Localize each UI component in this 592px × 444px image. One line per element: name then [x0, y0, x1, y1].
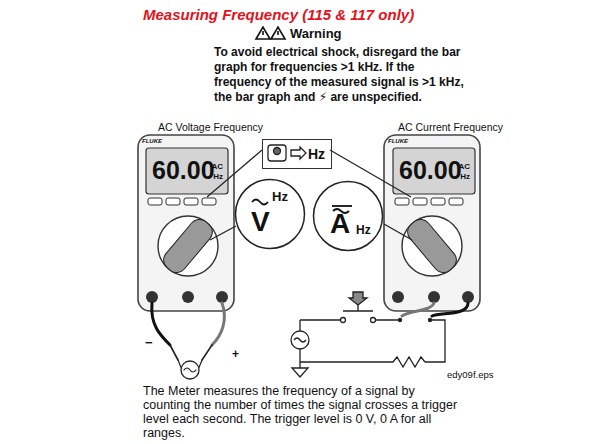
node-text: Hz	[308, 146, 325, 162]
meter-left	[138, 135, 234, 311]
button-icon	[268, 145, 286, 161]
lcd-display: 60.00ACHz	[395, 150, 473, 192]
brand-logo: FLUKE	[388, 138, 408, 145]
figure-id: edy09f.eps	[447, 370, 493, 381]
meter-left	[166, 198, 180, 205]
right-probes	[402, 303, 434, 316]
leader-lines	[210, 226, 236, 240]
meter-right	[384, 135, 480, 311]
leader-lines	[207, 150, 262, 197]
right-probes	[428, 318, 432, 322]
meter-right	[428, 291, 440, 303]
right-probes	[398, 318, 402, 322]
lcd-display: 60.00ACHz	[148, 150, 226, 192]
polarity-mark: −	[145, 336, 153, 351]
node-text: V	[251, 206, 270, 238]
current-circuit	[292, 368, 308, 377]
dial-symbols	[332, 205, 352, 207]
current-circuit	[349, 292, 367, 305]
warning-heading: Warning	[290, 27, 342, 42]
caption: The Meter measures the frequency of a si…	[143, 384, 461, 440]
left-probes	[184, 368, 196, 372]
node-text: AC	[458, 162, 470, 171]
node-text: 60.00	[152, 156, 215, 185]
callout-circle	[236, 180, 305, 249]
meter-left	[146, 148, 228, 194]
warning-text: To avoid electrical shock, disregard the…	[214, 45, 466, 105]
current-circuit	[291, 331, 309, 349]
meter-right	[404, 215, 461, 276]
leader-lines	[384, 224, 412, 240]
meter-right	[431, 198, 445, 205]
page-title: Measuring Frequency (115 & 117 only)	[143, 6, 414, 23]
meter-left	[182, 291, 194, 303]
warning-triangles	[256, 27, 285, 39]
button-icon	[268, 145, 306, 161]
meter-right	[449, 198, 463, 205]
node-text: AC	[211, 162, 223, 171]
callout-circle	[314, 182, 383, 251]
current-circuit	[294, 338, 306, 342]
current-circuit	[291, 292, 445, 377]
left-probes	[212, 303, 224, 345]
dial-callout: A Hz	[312, 180, 384, 252]
node-text: Hz	[213, 172, 223, 181]
meter-right	[393, 148, 475, 194]
node-text: Hz	[460, 172, 470, 181]
meter-right	[395, 198, 409, 205]
meter-right	[392, 291, 404, 303]
meter-left	[202, 198, 216, 205]
dial-callout: HzV	[234, 178, 306, 250]
meter-right	[413, 198, 427, 205]
current-circuit	[300, 357, 425, 367]
left-probes	[152, 303, 225, 379]
meter-right	[384, 135, 480, 311]
current-circuit	[300, 320, 445, 362]
meter-right	[462, 291, 474, 303]
node-text: Hz	[272, 190, 288, 205]
meter-left	[146, 291, 158, 303]
left-probes	[181, 361, 199, 379]
left-probes	[170, 345, 212, 360]
meter-left	[158, 216, 218, 276]
current-circuit	[371, 318, 376, 323]
button-icon	[274, 148, 281, 155]
current-circuit	[341, 318, 346, 323]
warning-triangles	[263, 31, 278, 35]
meter-left	[138, 135, 234, 311]
node-text: 60.00	[399, 156, 462, 185]
meter-left	[184, 198, 198, 205]
node-text: Hz	[356, 224, 371, 238]
meter-label: AC Current Frequency	[398, 121, 503, 133]
left-probes	[152, 303, 170, 345]
meter-right	[402, 216, 462, 276]
dial-symbols	[252, 200, 268, 205]
polarity-mark: +	[232, 348, 239, 362]
meter-left	[160, 215, 217, 276]
right-probes	[398, 303, 468, 322]
callout-circle	[234, 178, 306, 250]
node-text: A	[330, 208, 350, 240]
right-probes	[432, 303, 468, 316]
button-callout: Hz	[262, 139, 332, 169]
meter-left	[216, 291, 228, 303]
current-circuit	[343, 305, 373, 311]
meter-label: AC Voltage Frequency	[158, 121, 263, 133]
button-icon	[291, 147, 306, 159]
brand-logo: FLUKE	[142, 138, 162, 145]
meter-left	[148, 198, 162, 205]
